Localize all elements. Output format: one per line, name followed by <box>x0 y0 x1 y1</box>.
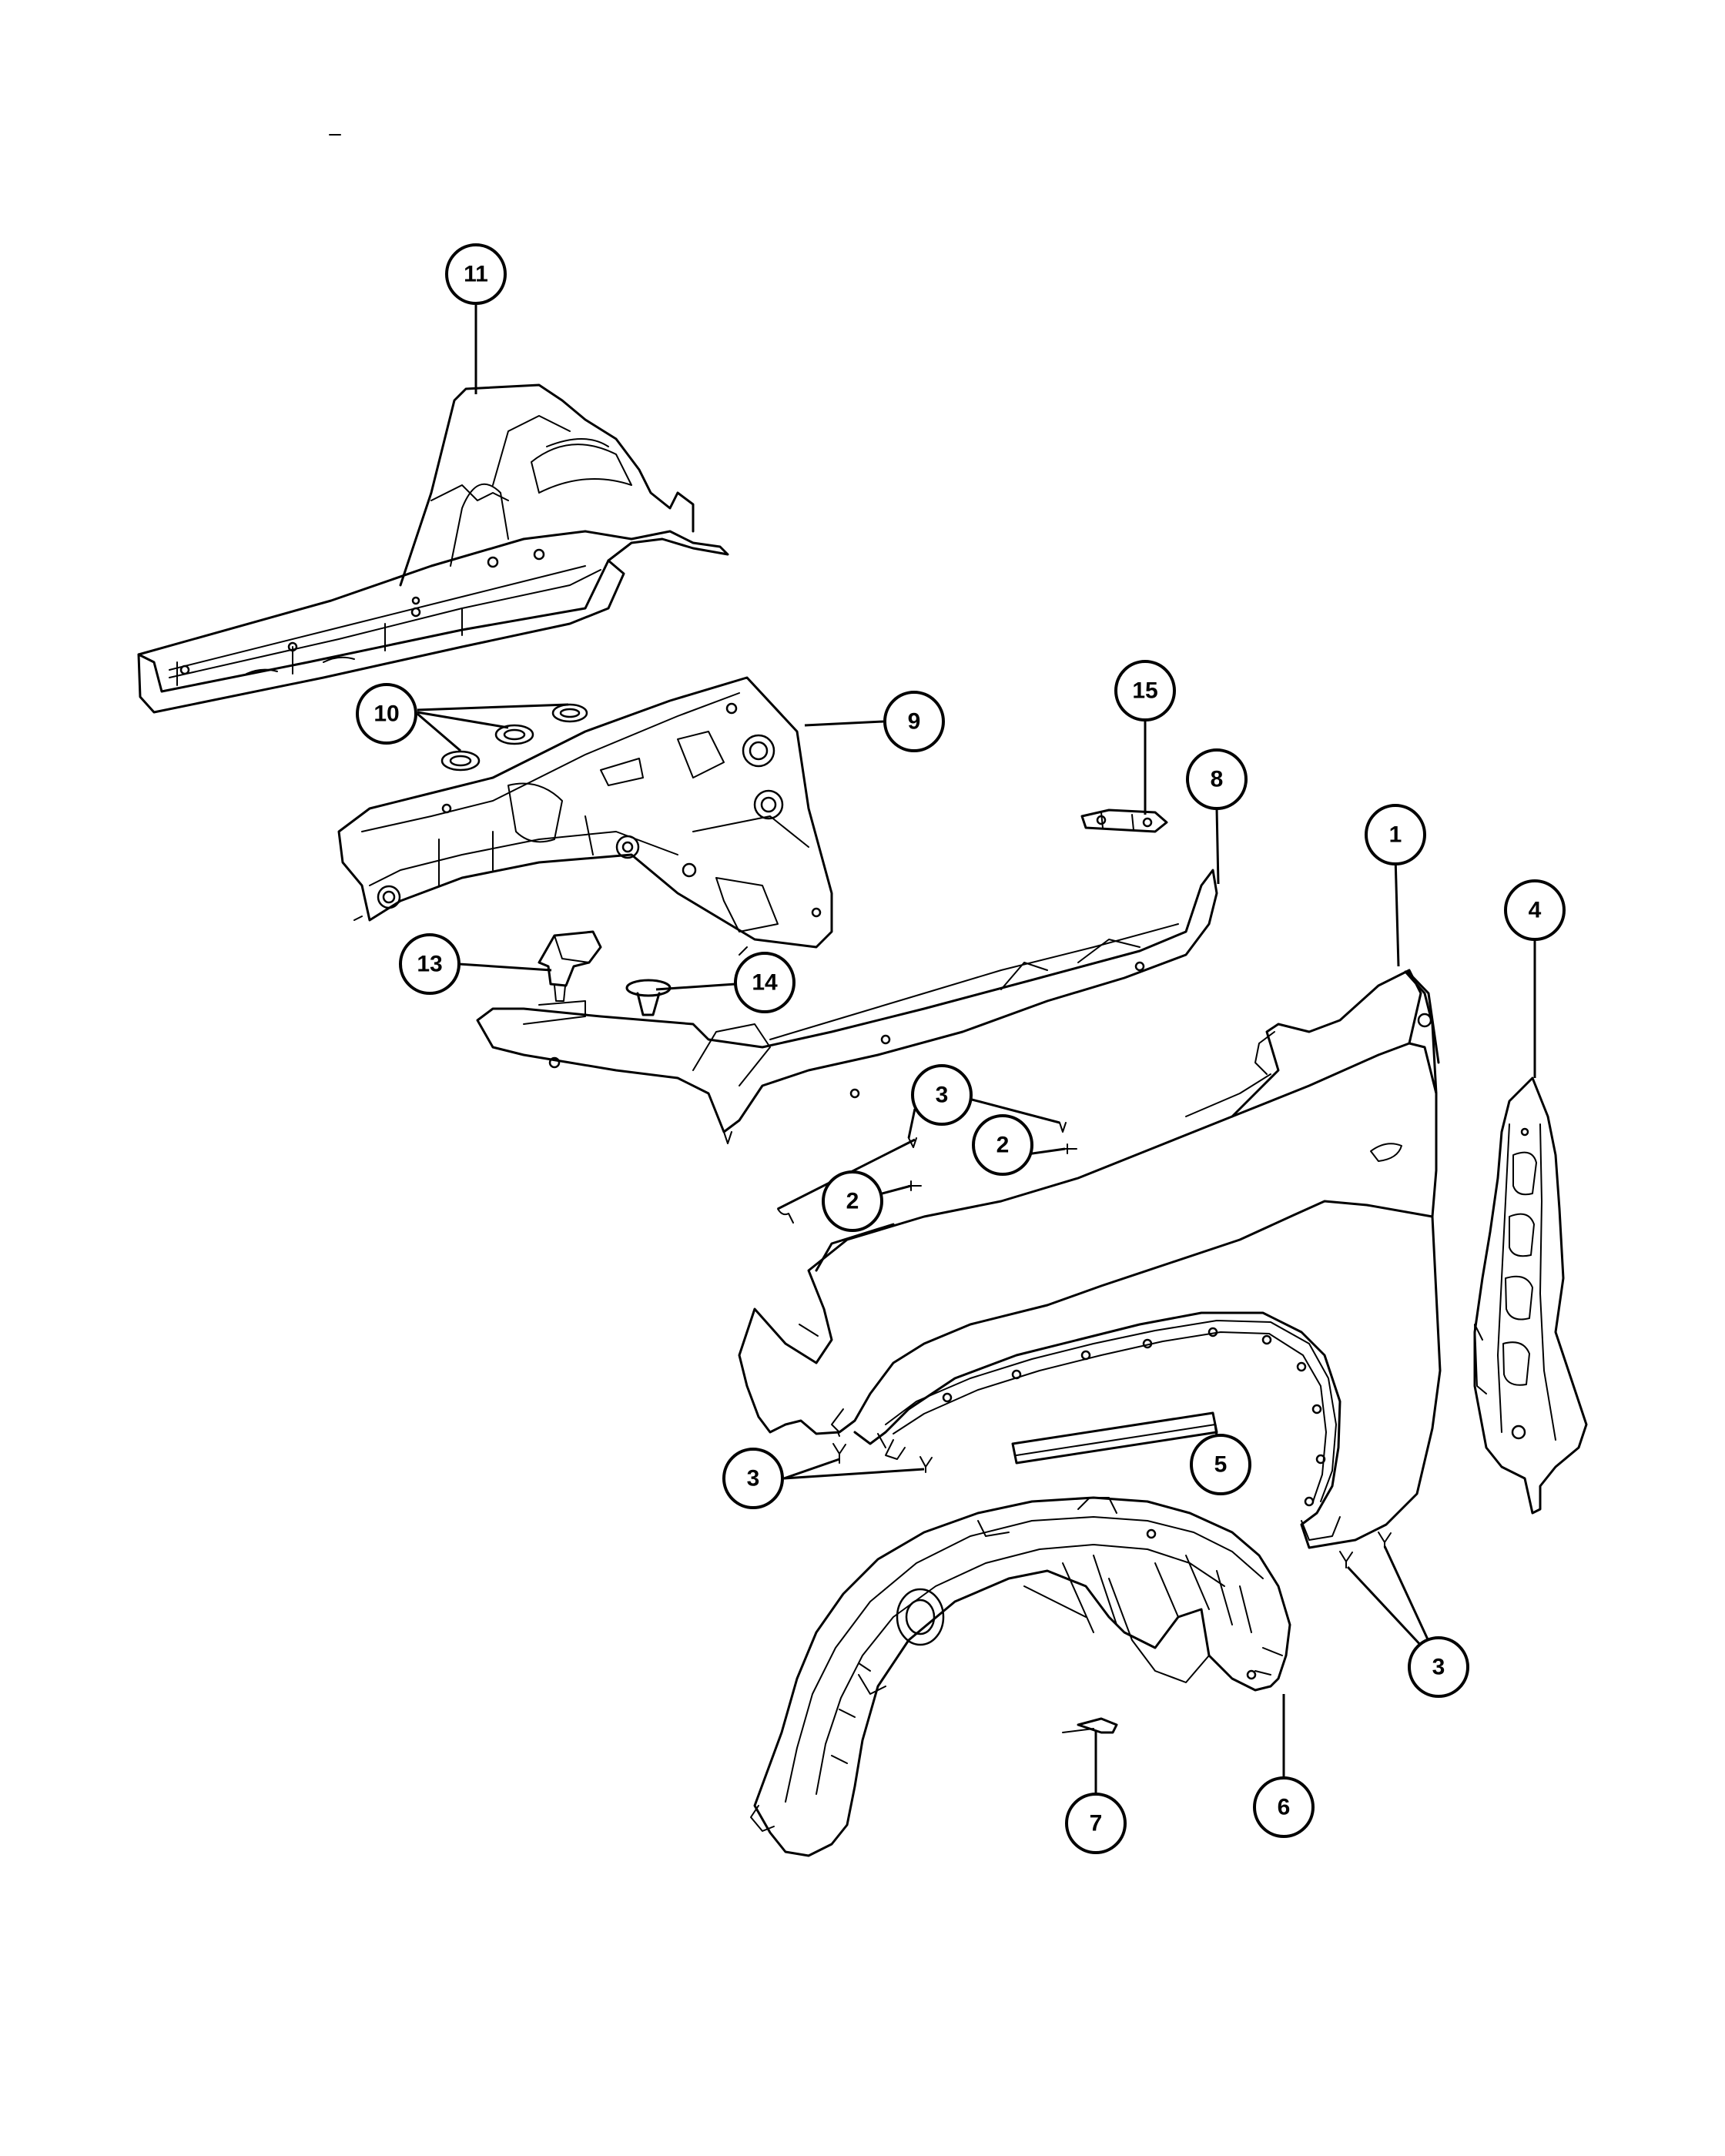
callout-3-upper-label: 3 <box>936 1083 949 1108</box>
callout-11: 11 <box>445 243 507 305</box>
part-1-fender <box>738 969 1442 1549</box>
callout-3-upper: 3 <box>911 1064 973 1126</box>
callout-7: 7 <box>1065 1793 1127 1854</box>
part-8-shield <box>476 869 1218 1144</box>
part-14-clip <box>625 979 672 1016</box>
callout-9-label: 9 <box>908 709 921 735</box>
part-5-moulding <box>1011 1411 1218 1465</box>
fasteners-lower <box>832 1443 1392 1568</box>
callout-14: 14 <box>734 952 796 1013</box>
leader-lines <box>417 305 1536 1794</box>
part-4-seal <box>1473 1076 1588 1515</box>
part-6-liner <box>750 1496 1291 1857</box>
callout-14-label: 14 <box>752 970 778 996</box>
part-13-mount <box>538 930 602 1002</box>
callout-5: 5 <box>1190 1434 1251 1495</box>
callout-9: 9 <box>883 691 945 752</box>
callout-15: 15 <box>1114 660 1176 721</box>
callout-3-right: 3 <box>1408 1636 1469 1698</box>
callout-1: 1 <box>1365 804 1426 865</box>
callout-13: 13 <box>399 933 461 995</box>
callout-2-left: 2 <box>822 1170 883 1232</box>
callout-1-label: 1 <box>1389 822 1402 848</box>
callout-15-label: 15 <box>1132 678 1157 704</box>
callout-2-right: 2 <box>972 1114 1033 1176</box>
callout-8-label: 8 <box>1211 767 1224 792</box>
part-11-upper-rail <box>137 383 729 714</box>
callout-10-label: 10 <box>373 701 399 727</box>
callout-2-left-label: 2 <box>846 1189 859 1214</box>
callout-13-label: 13 <box>417 952 442 977</box>
callout-6-label: 6 <box>1278 1795 1291 1820</box>
callout-4-label: 4 <box>1529 898 1542 923</box>
part-7-screw <box>1062 1717 1118 1734</box>
callout-3-left: 3 <box>722 1448 784 1509</box>
callout-3-right-label: 3 <box>1432 1655 1445 1680</box>
callout-10: 10 <box>356 683 417 745</box>
part-10-plugs <box>440 703 588 772</box>
callout-6: 6 <box>1253 1776 1315 1838</box>
part-15-bracket <box>1080 808 1168 833</box>
part-9-apron <box>337 676 833 956</box>
callout-8: 8 <box>1186 748 1248 810</box>
callout-7-label: 7 <box>1090 1811 1103 1836</box>
callout-5-label: 5 <box>1214 1452 1228 1478</box>
callout-2-right-label: 2 <box>996 1133 1010 1158</box>
callout-11-label: 11 <box>464 262 488 287</box>
callout-3-left-label: 3 <box>747 1466 760 1491</box>
callout-4: 4 <box>1504 879 1566 941</box>
